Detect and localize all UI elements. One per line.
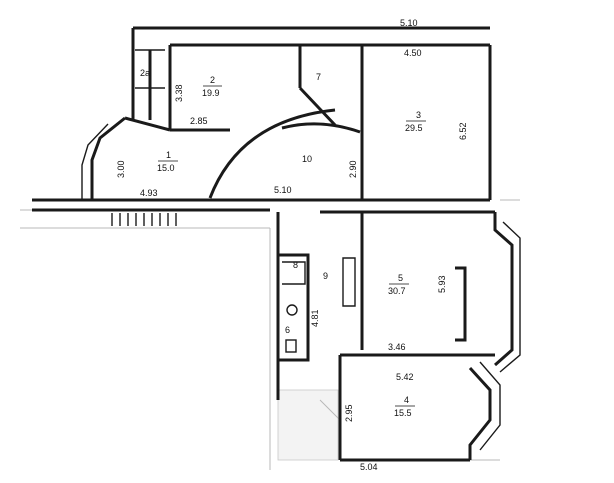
room-3-area: 29.5 <box>405 123 423 133</box>
room-1-number: 1 <box>166 150 171 160</box>
room-5-number: 5 <box>398 273 403 283</box>
room-8-number: 8 <box>293 260 298 270</box>
dim-5-10: 5.10 <box>274 185 292 195</box>
dim-4-50: 4.50 <box>404 48 422 58</box>
room-3-number: 3 <box>416 110 421 120</box>
dim-6-52: 6.52 <box>458 122 468 140</box>
dim-5-93: 5.93 <box>437 275 447 293</box>
room-2-area: 19.9 <box>202 88 220 98</box>
dim-3-46: 3.46 <box>388 342 406 352</box>
room-5-area: 30.7 <box>388 286 406 296</box>
room-4-number: 4 <box>404 395 409 405</box>
room-10-number: 10 <box>302 154 312 164</box>
walls <box>32 26 521 462</box>
dim-5-04: 5.04 <box>360 462 378 472</box>
room-6-number: 6 <box>285 325 290 335</box>
dim-4-81: 4.81 <box>310 309 320 327</box>
dim-3-00: 3.00 <box>116 160 126 178</box>
room-2-number: 2 <box>210 75 215 85</box>
room-2a-number: 2а <box>140 68 150 78</box>
room-labels: 2а 2 19.9 7 3 29.5 1 15.0 10 8 9 5 30.7 … <box>140 68 426 418</box>
dim-2-90: 2.90 <box>348 160 358 178</box>
dim-3-38: 3.38 <box>174 84 184 102</box>
dim-4-93: 4.93 <box>140 188 158 198</box>
dim-2-95: 2.95 <box>344 404 354 422</box>
room-7-number: 7 <box>316 72 321 82</box>
background-ghost-lines <box>20 199 520 470</box>
room-9-number: 9 <box>323 271 328 281</box>
dim-top-5-10: 5.10 <box>400 18 418 28</box>
room-1-area: 15.0 <box>157 163 175 173</box>
dim-5-42: 5.42 <box>396 372 414 382</box>
dim-2-85: 2.85 <box>190 116 208 126</box>
room-4-area: 15.5 <box>394 408 412 418</box>
dimension-labels: 5.10 4.50 3.38 6.52 2.85 3.00 2.90 4.93 … <box>116 18 468 472</box>
